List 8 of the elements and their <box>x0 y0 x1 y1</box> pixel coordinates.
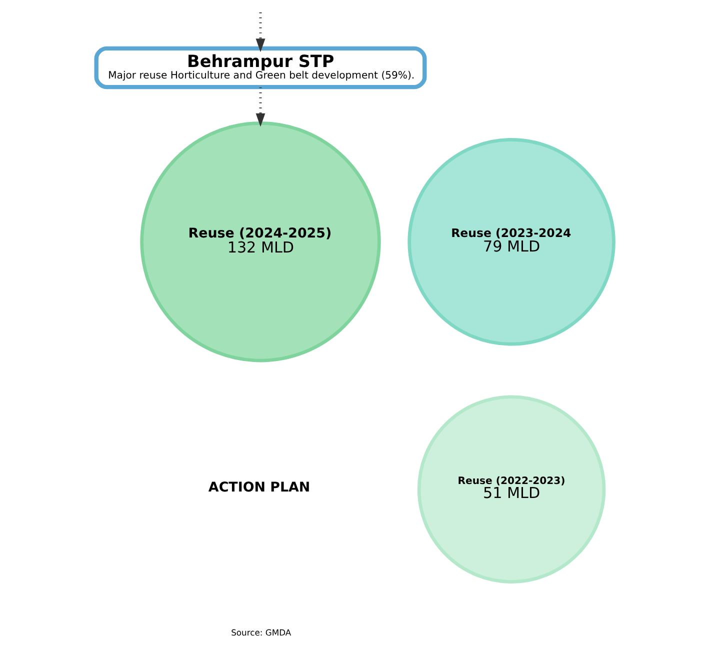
node-circle: Reuse (2024-2025) 132 MLD <box>140 122 380 362</box>
arrow <box>255 12 265 52</box>
label: ACTION PLAN <box>208 480 310 496</box>
arrow <box>255 87 265 127</box>
node-circle: Reuse (2022-2023) 51 MLD <box>416 395 606 584</box>
node-box: Behrampur STP Major reuse Horticulture and Green belt development (59%). <box>94 46 426 90</box>
label: Source: GMDA <box>230 627 291 638</box>
node-circle: Reuse (2023-2024 79 MLD <box>407 138 615 346</box>
